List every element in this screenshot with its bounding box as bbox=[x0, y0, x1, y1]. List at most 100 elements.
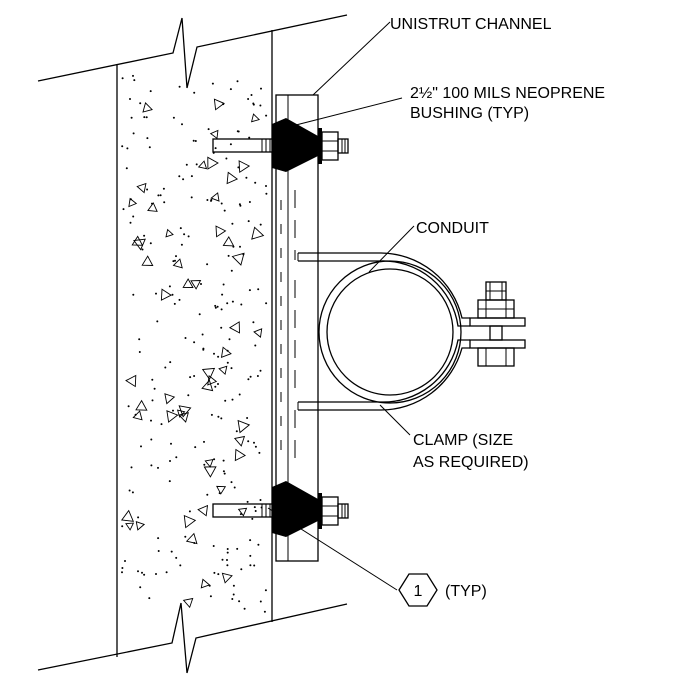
aggregate-dot bbox=[140, 445, 142, 448]
aggregate-dot bbox=[233, 486, 236, 489]
aggregate-dot bbox=[226, 361, 229, 364]
aggregate-dot bbox=[249, 539, 252, 542]
aggregate-dot bbox=[145, 116, 148, 119]
aggregate-stone bbox=[233, 435, 246, 447]
aggregate-dot bbox=[163, 201, 166, 204]
aggregate-dot bbox=[168, 285, 171, 288]
aggregate-dot bbox=[206, 493, 209, 496]
anchor-threads bbox=[261, 139, 271, 152]
note-tag: 1 (TYP) bbox=[398, 573, 487, 607]
aggregate-dot bbox=[121, 567, 124, 569]
leader-note bbox=[267, 507, 398, 591]
aggregate-dot bbox=[133, 79, 136, 82]
aggregate-dot bbox=[203, 440, 205, 443]
aggregate-dot bbox=[230, 481, 233, 484]
leader-conduit bbox=[368, 225, 415, 273]
aggregate-dot bbox=[238, 393, 241, 396]
aggregate-stone bbox=[228, 321, 240, 334]
aggregate-dot bbox=[253, 441, 255, 444]
aggregate-dot bbox=[238, 600, 241, 603]
aggregate-dot bbox=[238, 203, 241, 206]
aggregate-dot bbox=[223, 209, 226, 212]
hexagon-icon bbox=[398, 573, 438, 607]
aggregate-dot bbox=[130, 116, 133, 119]
aggregate-dot bbox=[153, 387, 156, 390]
aggregate-dot bbox=[164, 366, 167, 369]
leader-clamp bbox=[379, 404, 411, 436]
aggregate-dot bbox=[247, 98, 250, 100]
aggregate-dot bbox=[213, 352, 215, 355]
aggregate-dot bbox=[253, 506, 256, 509]
aggregate-dot bbox=[146, 188, 149, 191]
aggregate-dot bbox=[132, 74, 134, 77]
aggregate-dot bbox=[172, 116, 175, 119]
anchor-bolt-top bbox=[212, 118, 349, 172]
aggregate-dot bbox=[211, 82, 214, 85]
aggregate-dot bbox=[187, 394, 190, 397]
aggregate-dot bbox=[137, 570, 139, 573]
aggregate-dot bbox=[229, 143, 232, 146]
aggregate-dot bbox=[128, 489, 131, 492]
aggregate-dot bbox=[240, 303, 243, 306]
aggregate-stone bbox=[237, 419, 251, 434]
aggregate-dot bbox=[121, 525, 124, 528]
aggregate-dot bbox=[226, 559, 228, 561]
aggregate-dot bbox=[181, 123, 183, 126]
aggregate-dot bbox=[223, 472, 226, 475]
clamp-bolt-nut-lower bbox=[477, 347, 515, 367]
aggregate-dot bbox=[129, 98, 131, 100]
aggregate-dot bbox=[214, 304, 217, 307]
anchor-threads bbox=[261, 504, 271, 517]
aggregate-stone bbox=[210, 192, 220, 202]
aggregate-dot bbox=[202, 347, 205, 350]
aggregate-stone bbox=[183, 514, 197, 529]
aggregate-stone bbox=[132, 410, 143, 421]
aggregate-dot bbox=[226, 302, 229, 305]
aggregate-stone bbox=[147, 202, 158, 212]
aggregate-dot bbox=[227, 254, 230, 257]
aggregate-dot bbox=[254, 181, 257, 184]
aggregate-dot bbox=[217, 383, 219, 385]
aggregate-dot bbox=[248, 136, 251, 139]
aggregate-stone bbox=[216, 485, 227, 495]
aggregate-dot bbox=[221, 558, 224, 561]
aggregate-dot bbox=[252, 321, 255, 324]
aggregate-dot bbox=[195, 163, 198, 166]
aggregate-dot bbox=[209, 595, 212, 598]
aggregate-dot bbox=[187, 235, 190, 238]
aggregate-dot bbox=[126, 147, 129, 150]
aggregate-dot bbox=[143, 234, 146, 237]
aggregate-dot bbox=[148, 597, 151, 600]
aggregate-dot bbox=[224, 399, 227, 402]
aggregate-dot bbox=[221, 293, 224, 296]
aggregate-dot bbox=[247, 378, 250, 381]
aggregate-dot bbox=[253, 564, 256, 567]
aggregate-dot bbox=[217, 415, 220, 418]
aggregate-dot bbox=[194, 140, 197, 142]
aggregate-stone bbox=[251, 226, 265, 240]
aggregate-dot bbox=[143, 116, 146, 119]
aggregate-dot bbox=[157, 550, 160, 552]
aggregate-dot bbox=[156, 320, 159, 323]
aggregate-dot bbox=[151, 378, 154, 381]
aggregate-dot bbox=[157, 537, 160, 540]
aggregate-stone bbox=[250, 113, 261, 123]
aggregate-dot bbox=[260, 87, 262, 90]
aggregate-stone bbox=[201, 379, 214, 392]
aggregate-dot bbox=[259, 600, 262, 603]
aggregate-stone bbox=[238, 160, 251, 174]
aggregate-dot bbox=[210, 198, 213, 201]
aggregate-dot bbox=[214, 385, 217, 388]
aggregate-stone bbox=[201, 367, 216, 381]
aggregate-dot bbox=[257, 543, 260, 546]
channel-body bbox=[275, 94, 319, 562]
aggregate-dot bbox=[222, 459, 225, 462]
break-line-bottom bbox=[37, 602, 348, 674]
aggregate-stone bbox=[136, 182, 147, 194]
aggregate-dot bbox=[157, 466, 159, 469]
aggregate-dot bbox=[192, 139, 195, 142]
aggregate-stone bbox=[207, 374, 218, 386]
aggregate-dot bbox=[258, 451, 261, 454]
aggregate-dot bbox=[170, 442, 172, 445]
aggregate-dot bbox=[210, 413, 213, 416]
